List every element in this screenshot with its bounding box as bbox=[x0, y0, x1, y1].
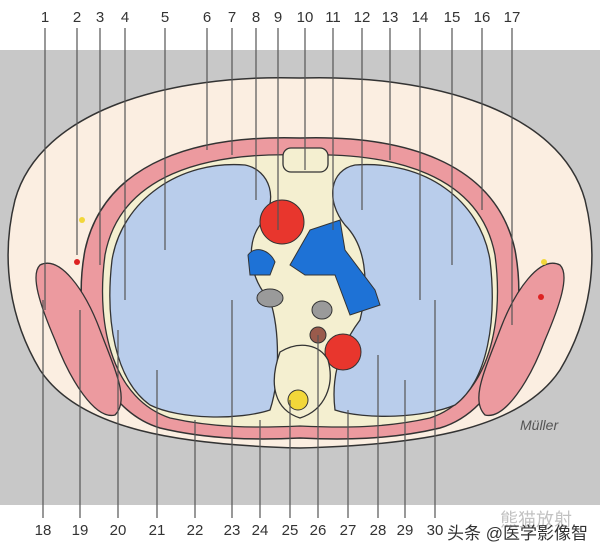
label-number: 17 bbox=[504, 9, 521, 26]
label-number: 9 bbox=[274, 9, 282, 26]
label-number: 23 bbox=[224, 522, 241, 539]
descending-aorta bbox=[324, 333, 362, 371]
label-number: 25 bbox=[282, 522, 299, 539]
label-number: 29 bbox=[397, 522, 414, 539]
bottom-labels: 18 19 20 21 22 23 24 25 26 27 28 29 30 bbox=[35, 300, 444, 539]
right-arm-muscle bbox=[478, 262, 565, 416]
label-number: 1 bbox=[41, 9, 49, 26]
pulmonary-trunk bbox=[289, 219, 381, 316]
left-bronchus bbox=[311, 300, 333, 320]
label-number: 28 bbox=[370, 522, 387, 539]
label-number: 11 bbox=[325, 9, 341, 26]
label-number: 5 bbox=[161, 9, 169, 26]
label-number: 19 bbox=[72, 522, 89, 539]
lymph-node bbox=[541, 259, 547, 265]
label-number: 2 bbox=[73, 9, 81, 26]
spinal-cord bbox=[287, 389, 309, 411]
label-number: 15 bbox=[444, 9, 461, 26]
label-number: 26 bbox=[310, 522, 327, 539]
watermark-faint: 熊猫放射 bbox=[500, 510, 572, 530]
label-number: 21 bbox=[149, 522, 166, 539]
vessel-dot bbox=[74, 259, 80, 265]
label-number: 4 bbox=[121, 9, 129, 26]
label-number: 22 bbox=[187, 522, 204, 539]
lymph-node bbox=[79, 217, 85, 223]
label-number: 16 bbox=[474, 9, 491, 26]
left-arm-muscle bbox=[35, 262, 122, 416]
label-number: 18 bbox=[35, 522, 52, 539]
vessel-dot bbox=[538, 294, 544, 300]
signature: Müller bbox=[520, 417, 559, 433]
right-bronchus bbox=[256, 288, 284, 308]
label-number: 27 bbox=[340, 522, 357, 539]
watermark-main: 头条 @医学影像智库 bbox=[447, 524, 588, 543]
label-number: 12 bbox=[354, 9, 371, 26]
label-number: 8 bbox=[252, 9, 260, 26]
label-number: 20 bbox=[110, 522, 127, 539]
label-number: 7 bbox=[228, 9, 236, 26]
label-number: 10 bbox=[297, 9, 314, 26]
label-number: 13 bbox=[382, 9, 399, 26]
superior-vena-cava bbox=[247, 249, 276, 276]
label-number: 6 bbox=[203, 9, 211, 26]
label-number: 30 bbox=[427, 522, 444, 539]
label-number: 24 bbox=[252, 522, 269, 539]
label-number: 14 bbox=[412, 9, 429, 26]
right-lung bbox=[109, 163, 279, 418]
ascending-aorta bbox=[259, 199, 305, 245]
label-number: 3 bbox=[96, 9, 104, 26]
